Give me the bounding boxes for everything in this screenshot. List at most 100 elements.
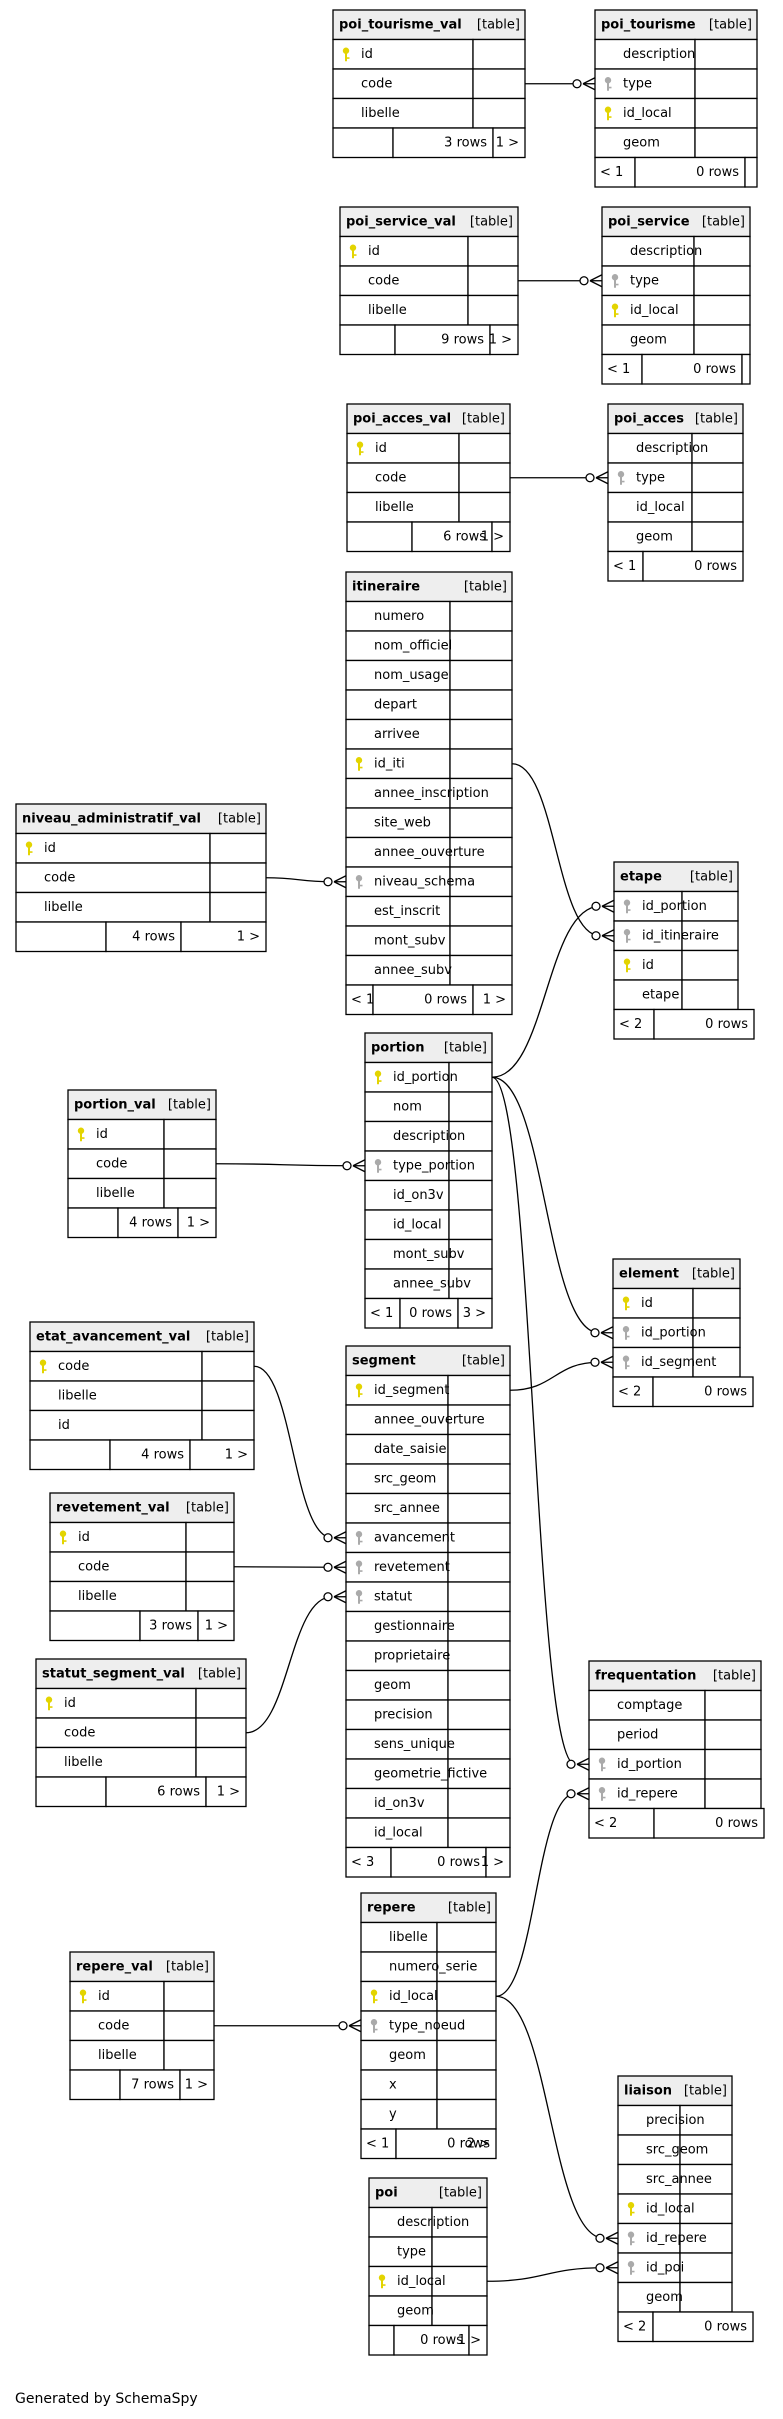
table-frequentation[interactable]: frequentation[table]comptageperiodid_por… [588,1660,765,1839]
column-name: id [361,47,373,62]
column-name: type [636,470,665,485]
generated-by-footer: Generated by SchemaSpy [15,2391,198,2407]
table-header [588,1660,762,1692]
table-poi-service[interactable]: poi_service[table]descriptiontypeid_loca… [601,206,751,385]
table-name: frequentation [595,1668,696,1683]
table-etat-avancement-val[interactable]: etat_avancement_val[table]codelibelleid4… [29,1321,255,1471]
column-name: id_portion [393,1070,458,1085]
foreign-key-icon [622,1355,630,1370]
table-name: poi [375,2185,398,2200]
table-statut-segment-val[interactable]: statut_segment_val[table]idcodelibelle6 … [35,1658,247,1808]
column-type-cell [431,2295,488,2327]
column-type-cell [448,1150,493,1182]
column-name: id_local [374,1825,423,1840]
column-name: description [630,244,702,259]
column-row [617,2163,681,2195]
column-row [69,1980,165,2012]
primary-key-icon [349,244,357,259]
relationship-revetement-val-to-segment [233,1560,347,1574]
column-row [360,2069,438,2101]
table-etape[interactable]: etape[table]id_portionid_itineraireideta… [613,861,755,1040]
column-name: id_local [389,1989,438,2004]
column-type-cell [694,127,758,159]
table-footer-text: 1 > [489,332,512,347]
column-name: id [642,958,654,973]
table-liaison[interactable]: liaison[table]precisionsrc_geomsrc_annee… [617,2075,754,2343]
table-name: repere_val [76,1959,153,1974]
foreign-key-icon [355,875,363,889]
column-name: id_local [646,2201,695,2216]
column-name: annee_subv [393,1276,471,1291]
column-name: proprietaire [374,1648,450,1663]
table-footer-cell [411,521,493,553]
column-row [332,68,474,100]
column-type-cell [201,1409,255,1441]
table-poi-acces[interactable]: poi_acces[table]descriptiontypeid_localg… [607,403,744,582]
column-type-cell [472,97,526,129]
column-row [49,1551,187,1583]
table-footer-cell [346,521,413,553]
table-footer-cell [468,2324,488,2356]
foreign-key-icon [611,274,619,288]
primary-key-icon [356,441,364,456]
column-name: type_noeud [389,2018,465,2033]
table-footer-text: 0 rows [693,362,736,377]
table-footer-text: 6 rows [157,1784,200,1799]
column-row [613,949,683,981]
table-niveau-administratif-val[interactable]: niveau_administratif_val[table]idcodelib… [15,803,267,953]
table-name: portion [371,1040,425,1055]
column-type-cell [681,920,739,952]
table-footer-text: 0 rows [409,1306,452,1321]
column-name: id [641,1296,653,1311]
column-type-cell [447,1492,511,1524]
table-footer-cell [741,353,751,385]
column-row [588,1689,706,1721]
table-poi-tourisme[interactable]: poi_tourisme[table]descriptiontypeid_loc… [594,9,758,188]
column-type-cell [448,1209,493,1241]
table-footer-cell [332,127,394,159]
table-repere[interactable]: repere[table]libellenumero_serieid_local… [360,1892,497,2160]
table-footer-cell [364,1297,401,1329]
table-footer-cell [139,1610,199,1642]
column-type-cell [209,862,267,894]
column-row [345,1640,449,1672]
column-type-cell [449,689,513,721]
table-footer-text: 2 > [467,2136,490,2151]
column-type-cell [694,38,758,70]
table-header [617,2075,733,2107]
column-row [345,1433,449,1465]
column-type-cell [431,2236,488,2268]
column-type-cell [209,891,267,923]
table-tag: [table] [709,17,752,32]
column-name: id [96,1127,108,1142]
column-row [368,2265,433,2297]
column-type-cell [693,294,751,326]
table-itineraire[interactable]: itineraire[table]numeronom_officielnom_u… [345,571,513,1016]
column-name: type [397,2244,426,2259]
primary-key-icon [77,1127,85,1142]
column-name: annee_ouverture [374,845,485,860]
column-type-cell [472,68,526,100]
column-type-cell [448,1091,493,1123]
table-header [49,1492,235,1524]
primary-key-icon [45,1696,53,1711]
column-type-cell [448,1179,493,1211]
table-segment[interactable]: segment[table]id_segmentannee_ouvertured… [345,1345,511,1878]
table-footer-cell [601,353,643,385]
column-row [29,1409,203,1441]
table-footer-cell [35,1776,107,1808]
column-type-cell [679,2104,733,2136]
column-row [588,1748,706,1780]
table-portion[interactable]: portion[table]id_portionnomdescriptionty… [364,1032,493,1329]
table-footer-cell [744,156,758,188]
column-name: src_annee [374,1501,440,1516]
